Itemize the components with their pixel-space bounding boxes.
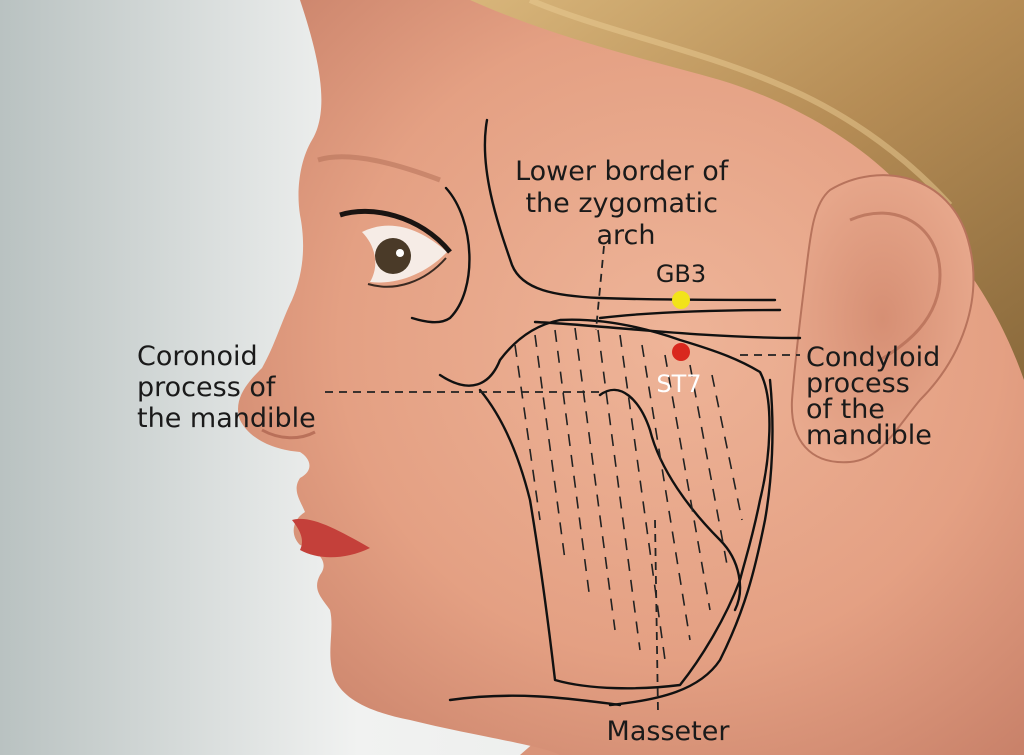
arch-lower-border <box>598 308 782 320</box>
mandible-outline <box>438 318 771 690</box>
anatomy-overlay <box>325 118 802 713</box>
label-masseter: Masseter <box>607 716 731 747</box>
label-coronoid-line-2: process of <box>137 372 277 403</box>
hair-highlight <box>528 0 953 208</box>
orbit-outline <box>410 186 471 324</box>
label-condyloid-process: Condyloid process of the mandible <box>806 342 949 451</box>
label-coronoid-line-3: the mandible <box>137 403 316 434</box>
hair <box>470 0 1024 380</box>
zygomatic-arch-outline <box>483 118 777 302</box>
eye-glint <box>396 249 404 257</box>
face-silhouette <box>238 0 1024 755</box>
label-zygomatic-line-1: Lower border of <box>515 156 730 187</box>
nostril <box>261 428 316 440</box>
leader-zygomatic <box>595 245 605 331</box>
label-coronoid-process: Coronoid process of the mandible <box>137 341 316 434</box>
eyelashes-upper <box>339 208 452 254</box>
ear-helix <box>849 211 942 362</box>
eyelid-lower <box>367 257 447 288</box>
label-st7: ST7 <box>656 370 701 398</box>
jaw-lower-edge <box>448 694 622 707</box>
label-gb3: GB3 <box>656 260 706 288</box>
ramus-posterior-outline <box>608 378 774 707</box>
label-zygomatic-arch: Lower border of the zygomatic arch <box>515 156 737 251</box>
lips <box>292 518 370 558</box>
eyebrow <box>317 154 441 183</box>
leader-masseter <box>654 519 659 713</box>
label-zygomatic-line-3: arch <box>596 220 655 251</box>
iris <box>375 238 411 274</box>
masseter-fibers <box>514 327 743 661</box>
ear <box>790 174 975 464</box>
gb3-point <box>672 291 690 309</box>
st7-point <box>672 343 690 361</box>
masseter-inner-outline <box>598 388 742 612</box>
label-condyloid-line-3: of the <box>806 394 885 425</box>
label-zygomatic-line-2: the zygomatic <box>525 188 717 219</box>
label-condyloid-line-4: mandible <box>806 420 932 451</box>
label-coronoid-line-1: Coronoid <box>137 341 258 372</box>
